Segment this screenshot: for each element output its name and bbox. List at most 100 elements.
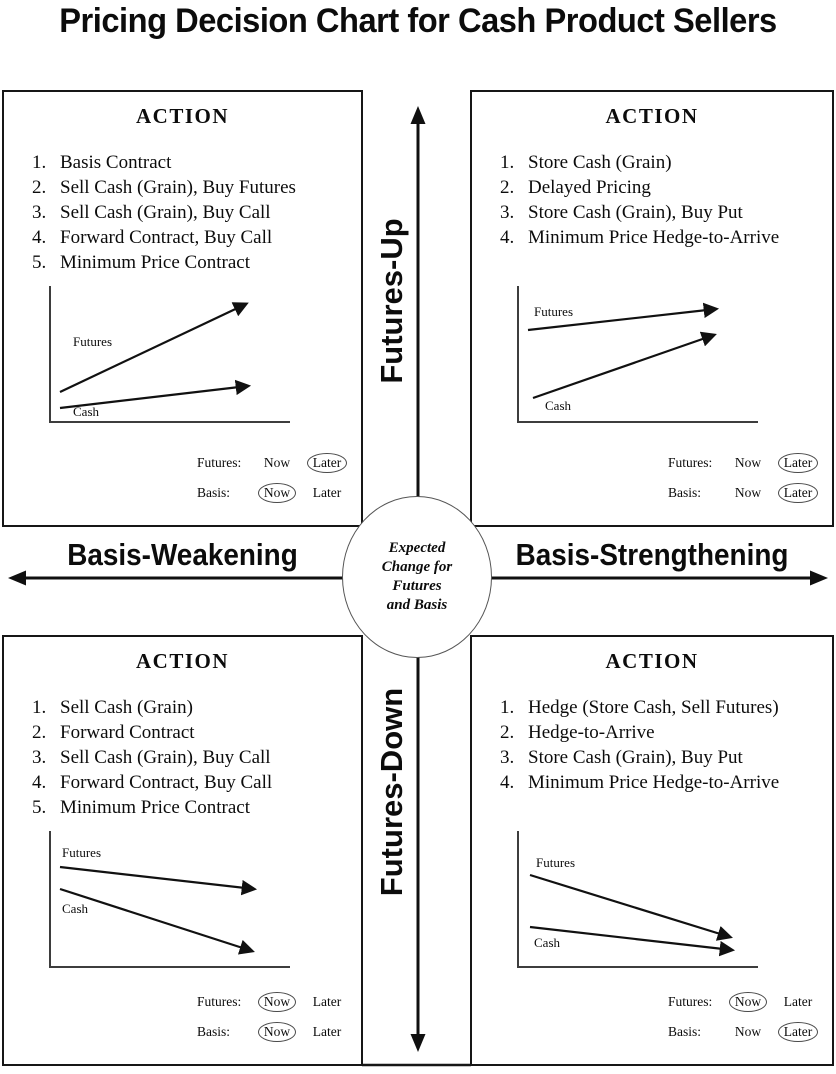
basis-indicator-row: Basis: Now Later (668, 1022, 824, 1042)
list-item: Sell Cash (Grain), Buy Futures (60, 177, 296, 198)
action-list: Basis Contract Sell Cash (Grain), Buy Fu… (32, 150, 357, 275)
now-option: Now (257, 992, 297, 1012)
action-list: Sell Cash (Grain) Forward Contract Sell … (32, 695, 357, 820)
list-item: Minimum Price Hedge-to-Arrive (528, 227, 780, 248)
indicator-label: Futures: (668, 455, 713, 470)
list-item: Forward Contract, Buy Call (60, 772, 273, 793)
now-later-indicators: Futures: Now Later Basis: Now Later (197, 453, 353, 503)
now-option: Now (263, 455, 291, 470)
quadrant-bottom-left: ACTION Sell Cash (Grain) Forward Contrac… (2, 635, 363, 1066)
quadrant-top-left: ACTION Basis Contract Sell Cash (Grain),… (2, 90, 363, 527)
mini-chart-futures-cash: Futures Cash (517, 286, 758, 423)
cash-line (59, 379, 252, 410)
indicator-label: Basis: (668, 485, 702, 500)
futures-line-label: Futures (73, 334, 112, 349)
action-header: ACTION (135, 649, 229, 673)
cash-line (59, 887, 255, 955)
ellipse-text-line: Change for (381, 559, 453, 575)
cash-line-label: Cash (62, 901, 89, 916)
now-option: Now (257, 483, 297, 503)
later-option: Later (306, 453, 348, 473)
page-title: Pricing Decision Chart for Cash Product … (59, 2, 777, 40)
futures-indicator-row: Futures: Now Later (197, 453, 353, 473)
arrowhead-left (8, 570, 26, 586)
futures-indicator-row: Futures: Now Later (668, 992, 824, 1012)
chart-axes (517, 831, 758, 968)
now-later-indicators: Futures: Now Later Basis: Now Later (668, 453, 824, 503)
mini-chart-futures-cash: Futures Cash (517, 831, 758, 968)
cash-line-label: Cash (73, 404, 100, 419)
now-later-indicators: Futures: Now Later Basis: Now Later (668, 992, 824, 1042)
futures-down-label: Futures-Down (374, 687, 409, 897)
action-header: ACTION (135, 104, 229, 128)
mini-chart-futures-cash: Futures Cash (49, 286, 290, 423)
cash-line (529, 925, 736, 957)
ellipse-text-line: and Basis (386, 597, 448, 613)
list-item: Sell Cash (Grain) (60, 697, 193, 718)
later-option: Later (777, 1022, 819, 1042)
chart-axes (49, 831, 290, 968)
futures-up-label: Futures-Up (374, 218, 409, 384)
list-item: Basis Contract (60, 152, 172, 173)
list-item: Sell Cash (Grain), Buy Call (60, 202, 271, 223)
list-item: Store Cash (Grain) (528, 152, 672, 173)
futures-line-label: Futures (536, 855, 575, 870)
later-option: Later (312, 994, 342, 1009)
cash-line-label: Cash (534, 935, 561, 950)
basis-indicator-row: Basis: Now Later (668, 483, 824, 503)
indicator-label: Futures: (197, 994, 242, 1009)
cash-line (532, 331, 717, 400)
futures-line-label: Futures (534, 304, 573, 319)
now-option: Now (728, 992, 768, 1012)
arrowhead-down (410, 1034, 426, 1052)
ellipse-text-line: Expected (388, 540, 446, 556)
basis-weakening-label: Basis-Weakening (67, 537, 298, 572)
action-header: ACTION (605, 104, 699, 128)
now-option: Now (734, 485, 762, 500)
basis-strengthening-label: Basis-Strengthening (515, 537, 789, 572)
futures-indicator-row: Futures: Now Later (668, 453, 824, 473)
futures-line (59, 865, 258, 896)
list-item: Store Cash (Grain), Buy Put (528, 202, 743, 223)
list-item: Hedge (Store Cash, Sell Futures) (528, 697, 779, 718)
list-item: Minimum Price Hedge-to-Arrive (528, 772, 780, 793)
futures-indicator-row: Futures: Now Later (197, 992, 353, 1012)
futures-line-label: Futures (62, 845, 101, 860)
basis-indicator-row: Basis: Now Later (197, 1022, 353, 1042)
futures-line (529, 873, 733, 941)
now-option: Now (734, 1024, 762, 1039)
list-item: Sell Cash (Grain), Buy Call (60, 747, 271, 768)
now-later-indicators: Futures: Now Later Basis: Now Later (197, 992, 353, 1042)
quadrant-top-right: ACTION Store Cash (Grain) Delayed Pricin… (470, 90, 834, 527)
list-item: Forward Contract (60, 722, 195, 743)
chart-axes (517, 286, 758, 423)
basis-indicator-row: Basis: Now Later (197, 483, 353, 503)
indicator-label: Basis: (197, 485, 231, 500)
indicator-label: Basis: (668, 1024, 702, 1039)
indicator-label: Futures: (668, 994, 713, 1009)
list-item: Forward Contract, Buy Call (60, 227, 273, 248)
indicator-label: Futures: (197, 455, 242, 470)
list-item: Minimum Price Contract (60, 797, 250, 818)
list-item: Store Cash (Grain), Buy Put (528, 747, 743, 768)
later-option: Later (783, 994, 813, 1009)
mini-chart-futures-cash: Futures Cash (49, 831, 290, 968)
action-header: ACTION (605, 649, 699, 673)
action-list: Hedge (Store Cash, Sell Futures) Hedge-t… (500, 695, 828, 795)
list-item: Minimum Price Contract (60, 252, 250, 273)
later-option: Later (312, 485, 342, 500)
futures-line (527, 302, 720, 332)
later-option: Later (312, 1024, 342, 1039)
quadrant-bottom-right: ACTION Hedge (Store Cash, Sell Futures) … (470, 635, 834, 1066)
cash-line-label: Cash (545, 398, 572, 413)
arrowhead-up (410, 106, 426, 124)
ellipse-text-line: Futures (392, 578, 442, 594)
now-option: Now (257, 1022, 297, 1042)
indicator-label: Basis: (197, 1024, 231, 1039)
later-option: Later (777, 483, 819, 503)
chart-axes (49, 286, 290, 423)
expected-change-ellipse: Expected Change for Futures and Basis (342, 496, 492, 658)
list-item: Hedge-to-Arrive (528, 722, 655, 743)
futures-line (59, 302, 249, 393)
